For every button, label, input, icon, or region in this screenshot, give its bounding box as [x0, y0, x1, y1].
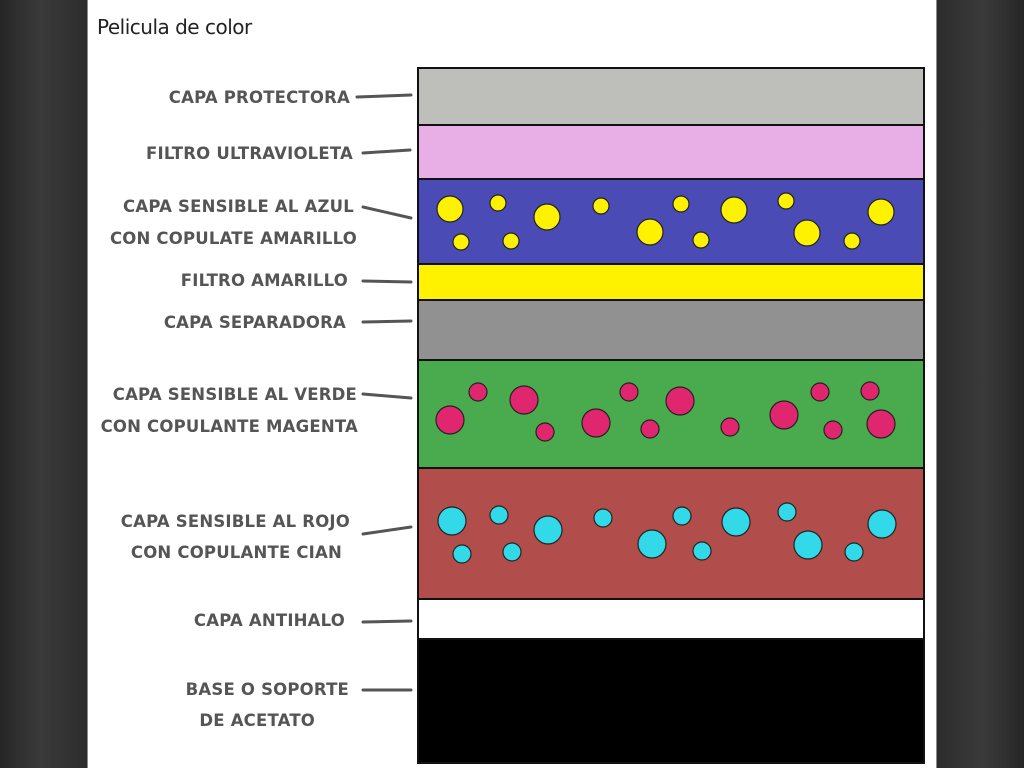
coupler-dot	[823, 420, 843, 440]
coupler-dot	[769, 400, 799, 430]
coupler-dot	[502, 232, 520, 250]
label-filtro-amarillo: FILTRO AMARILLO	[181, 271, 348, 290]
label-azul-line1: CAPA SENSIBLE AL AZUL	[123, 197, 354, 216]
leader-line-protectora	[355, 93, 413, 99]
coupler-dot	[793, 530, 823, 560]
leader-lines	[355, 93, 413, 692]
coupler-dot	[535, 422, 555, 442]
label-rojo-line1: CAPA SENSIBLE AL ROJO	[121, 512, 350, 531]
coupler-dot	[692, 231, 710, 249]
label-base-line2: DE ACETATO	[199, 711, 315, 730]
coupler-dot	[867, 198, 895, 226]
label-antihalo: CAPA ANTIHALO	[194, 611, 345, 630]
coupler-dot	[844, 542, 864, 562]
layer-band-uv	[417, 124, 925, 180]
label-uv: FILTRO ULTRAVIOLETA	[146, 144, 353, 163]
layer-band-antihalo	[417, 598, 925, 640]
layer-bands	[417, 67, 925, 764]
cyan-coupler-dots	[437, 502, 897, 564]
leader-line-rojo	[361, 525, 413, 536]
coupler-dot	[810, 382, 830, 402]
layer-labels: CAPA PROTECTORA FILTRO ULTRAVIOLETA CAPA…	[101, 88, 358, 730]
coupler-dot	[720, 417, 740, 437]
coupler-dot	[793, 219, 821, 247]
coupler-dot	[489, 194, 507, 212]
coupler-dot	[436, 195, 464, 223]
coupler-dot	[452, 544, 472, 564]
coupler-dot	[636, 218, 664, 246]
layer-band-base	[417, 638, 925, 764]
coupler-dot	[866, 409, 896, 439]
coupler-dot	[640, 419, 660, 439]
label-verde-line1: CAPA SENSIBLE AL VERDE	[113, 385, 357, 404]
diagram-title: Pelicula de color	[97, 15, 252, 39]
coupler-dot	[777, 192, 795, 210]
label-rojo-line2: CON COPULANTE CIAN	[131, 543, 342, 562]
coupler-dot	[435, 405, 465, 435]
layer-band-filtro-amarillo	[417, 263, 925, 301]
coupler-dot	[468, 382, 488, 402]
coupler-dot	[581, 408, 611, 438]
layer-band-protectora	[417, 67, 925, 126]
layer-band-azul	[417, 178, 925, 265]
coupler-dot	[593, 508, 613, 528]
coupler-dot	[860, 381, 880, 401]
layer-band-verde	[417, 359, 925, 469]
coupler-dot	[502, 542, 522, 562]
leader-line-separadora	[361, 319, 413, 324]
coupler-dot	[452, 233, 470, 251]
label-azul-line2: CON COPULATE AMARILLO	[110, 229, 357, 248]
coupler-dot	[489, 505, 509, 525]
leader-line-verde	[361, 392, 413, 400]
coupler-dot	[867, 509, 897, 539]
coupler-dot	[637, 529, 667, 559]
leader-line-azul	[361, 205, 413, 220]
coupler-dot	[777, 502, 797, 522]
label-verde-line2: CON COPULANTE MAGENTA	[101, 417, 358, 436]
label-protectora: CAPA PROTECTORA	[169, 88, 350, 107]
coupler-dot	[843, 232, 861, 250]
coupler-dot	[665, 386, 695, 416]
coupler-dot	[619, 382, 639, 402]
coupler-dot	[692, 541, 712, 561]
coupler-dot	[672, 506, 692, 526]
coupler-dot	[592, 197, 610, 215]
coupler-dot	[720, 196, 748, 224]
coupler-dot	[437, 506, 467, 536]
leader-line-antihalo	[361, 619, 413, 624]
label-base-line1: BASE O SOPORTE	[186, 680, 349, 699]
yellow-coupler-dots	[436, 192, 895, 251]
coupler-dot	[533, 203, 561, 231]
leader-line-filtro-amarillo	[361, 279, 413, 284]
layer-band-separadora	[417, 299, 925, 361]
label-separadora: CAPA SEPARADORA	[164, 313, 346, 332]
coupler-dot	[509, 385, 539, 415]
leader-line-uv	[361, 148, 412, 155]
coupler-dot	[533, 515, 563, 545]
magenta-coupler-dots	[435, 381, 896, 442]
coupler-dot	[721, 507, 751, 537]
coupler-dot	[672, 195, 690, 213]
layer-band-rojo	[417, 467, 925, 600]
